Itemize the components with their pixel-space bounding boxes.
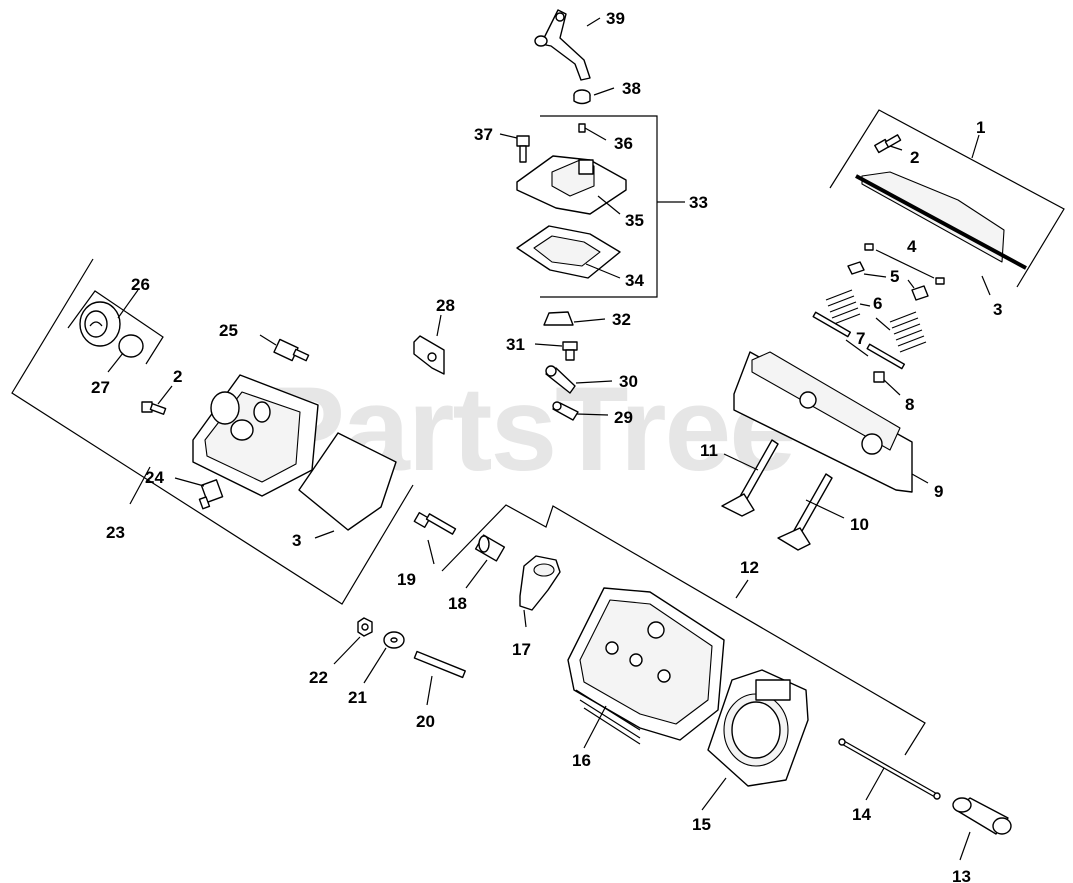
- rocker-arm-17: [519, 555, 561, 611]
- cylinder-head-16: [567, 587, 725, 745]
- callout-39: 39: [606, 9, 625, 28]
- callout-29: 29: [614, 408, 633, 427]
- screw-31: [562, 341, 578, 361]
- washer-21: [383, 631, 405, 649]
- callout-6: 6: [873, 294, 882, 313]
- callout-37: 37: [474, 125, 493, 144]
- callout-26: 26: [131, 275, 150, 294]
- fitting-25: [273, 338, 310, 362]
- callout-34: 34: [625, 271, 644, 290]
- push-rod-14: [838, 738, 941, 800]
- callout-11: 11: [700, 441, 718, 460]
- callout-10: 10: [850, 515, 869, 534]
- valve-springs-6: [825, 289, 927, 353]
- callout-35: 35: [625, 211, 644, 230]
- screw-2-right: [874, 134, 902, 154]
- callout-1: 1: [976, 118, 985, 137]
- breather-gasket-34: [516, 225, 621, 279]
- bracket-part-29: [552, 401, 579, 421]
- callout-3-right: 3: [993, 300, 1002, 319]
- bracket-23: [11, 258, 414, 605]
- lifting-bracket-28: [413, 335, 445, 375]
- callout-31: 31: [506, 335, 525, 354]
- callout-25: 25: [219, 321, 238, 340]
- callout-15: 15: [692, 815, 711, 834]
- callout-23: 23: [106, 523, 125, 542]
- bracket-part-30: [545, 365, 576, 394]
- callout-32: 32: [612, 310, 631, 329]
- breather-cover-35: [516, 155, 627, 215]
- head-gasket-15: [707, 669, 809, 787]
- cylinder-head-9: [733, 351, 913, 493]
- valve-11: [721, 439, 779, 517]
- callout-16: 16: [572, 751, 591, 770]
- fitting-36: [578, 123, 586, 133]
- nut-22: [357, 617, 373, 637]
- callout-36: 36: [614, 134, 633, 153]
- o-ring-27: [118, 334, 144, 358]
- callout-3-left: 3: [292, 531, 301, 550]
- callout-2-left: 2: [173, 367, 182, 386]
- reed-32: [543, 311, 574, 326]
- screw-37: [516, 135, 530, 163]
- callout-17: 17: [512, 640, 531, 659]
- oil-cap-26: [79, 301, 121, 347]
- valve-cover-23: [192, 374, 319, 497]
- callout-9: 9: [934, 482, 943, 501]
- callout-28: 28: [436, 296, 455, 315]
- clamp-38: [573, 89, 591, 105]
- bracket-33: [540, 115, 658, 298]
- gasket-3-left: [298, 432, 397, 531]
- bracket-26: [67, 290, 164, 365]
- callout-12: 12: [740, 558, 759, 577]
- valve-10: [777, 473, 833, 551]
- callout-8: 8: [905, 395, 914, 414]
- part-8: [873, 371, 885, 383]
- rocker-cover-1: [855, 171, 1027, 270]
- callout-2-right: 2: [910, 148, 919, 167]
- leader-lines: [107, 17, 991, 861]
- callout-labels: 1 2 2 3 3 4 5 6 7 8 9 10 11 12 13 14 15 …: [91, 9, 1002, 883]
- callout-27: 27: [91, 378, 110, 397]
- callout-24: 24: [145, 468, 164, 487]
- callout-7: 7: [856, 329, 865, 348]
- callout-20: 20: [416, 712, 435, 731]
- bolt-19: [413, 511, 457, 535]
- callout-30: 30: [619, 372, 638, 391]
- callout-38: 38: [622, 79, 641, 98]
- valve-caps-5: [847, 261, 929, 301]
- callout-22: 22: [309, 668, 328, 687]
- bracket-1: [829, 109, 1065, 288]
- callout-13: 13: [952, 867, 971, 883]
- retainers-4: [864, 243, 945, 285]
- callout-5: 5: [890, 267, 899, 286]
- stud-20: [413, 650, 466, 679]
- fitting-24: [198, 479, 224, 510]
- screw-2-left: [141, 401, 167, 415]
- callout-19: 19: [397, 570, 416, 589]
- callout-14: 14: [852, 805, 871, 824]
- callout-4: 4: [907, 237, 917, 256]
- bracket-12: [441, 504, 926, 756]
- callout-33: 33: [689, 193, 708, 212]
- push-rods-7: [812, 311, 906, 370]
- callout-21: 21: [348, 688, 367, 707]
- lifter-13: [952, 797, 1012, 835]
- breather-tube-39: [534, 9, 591, 81]
- adjuster-18: [474, 534, 506, 562]
- callout-18: 18: [448, 594, 467, 613]
